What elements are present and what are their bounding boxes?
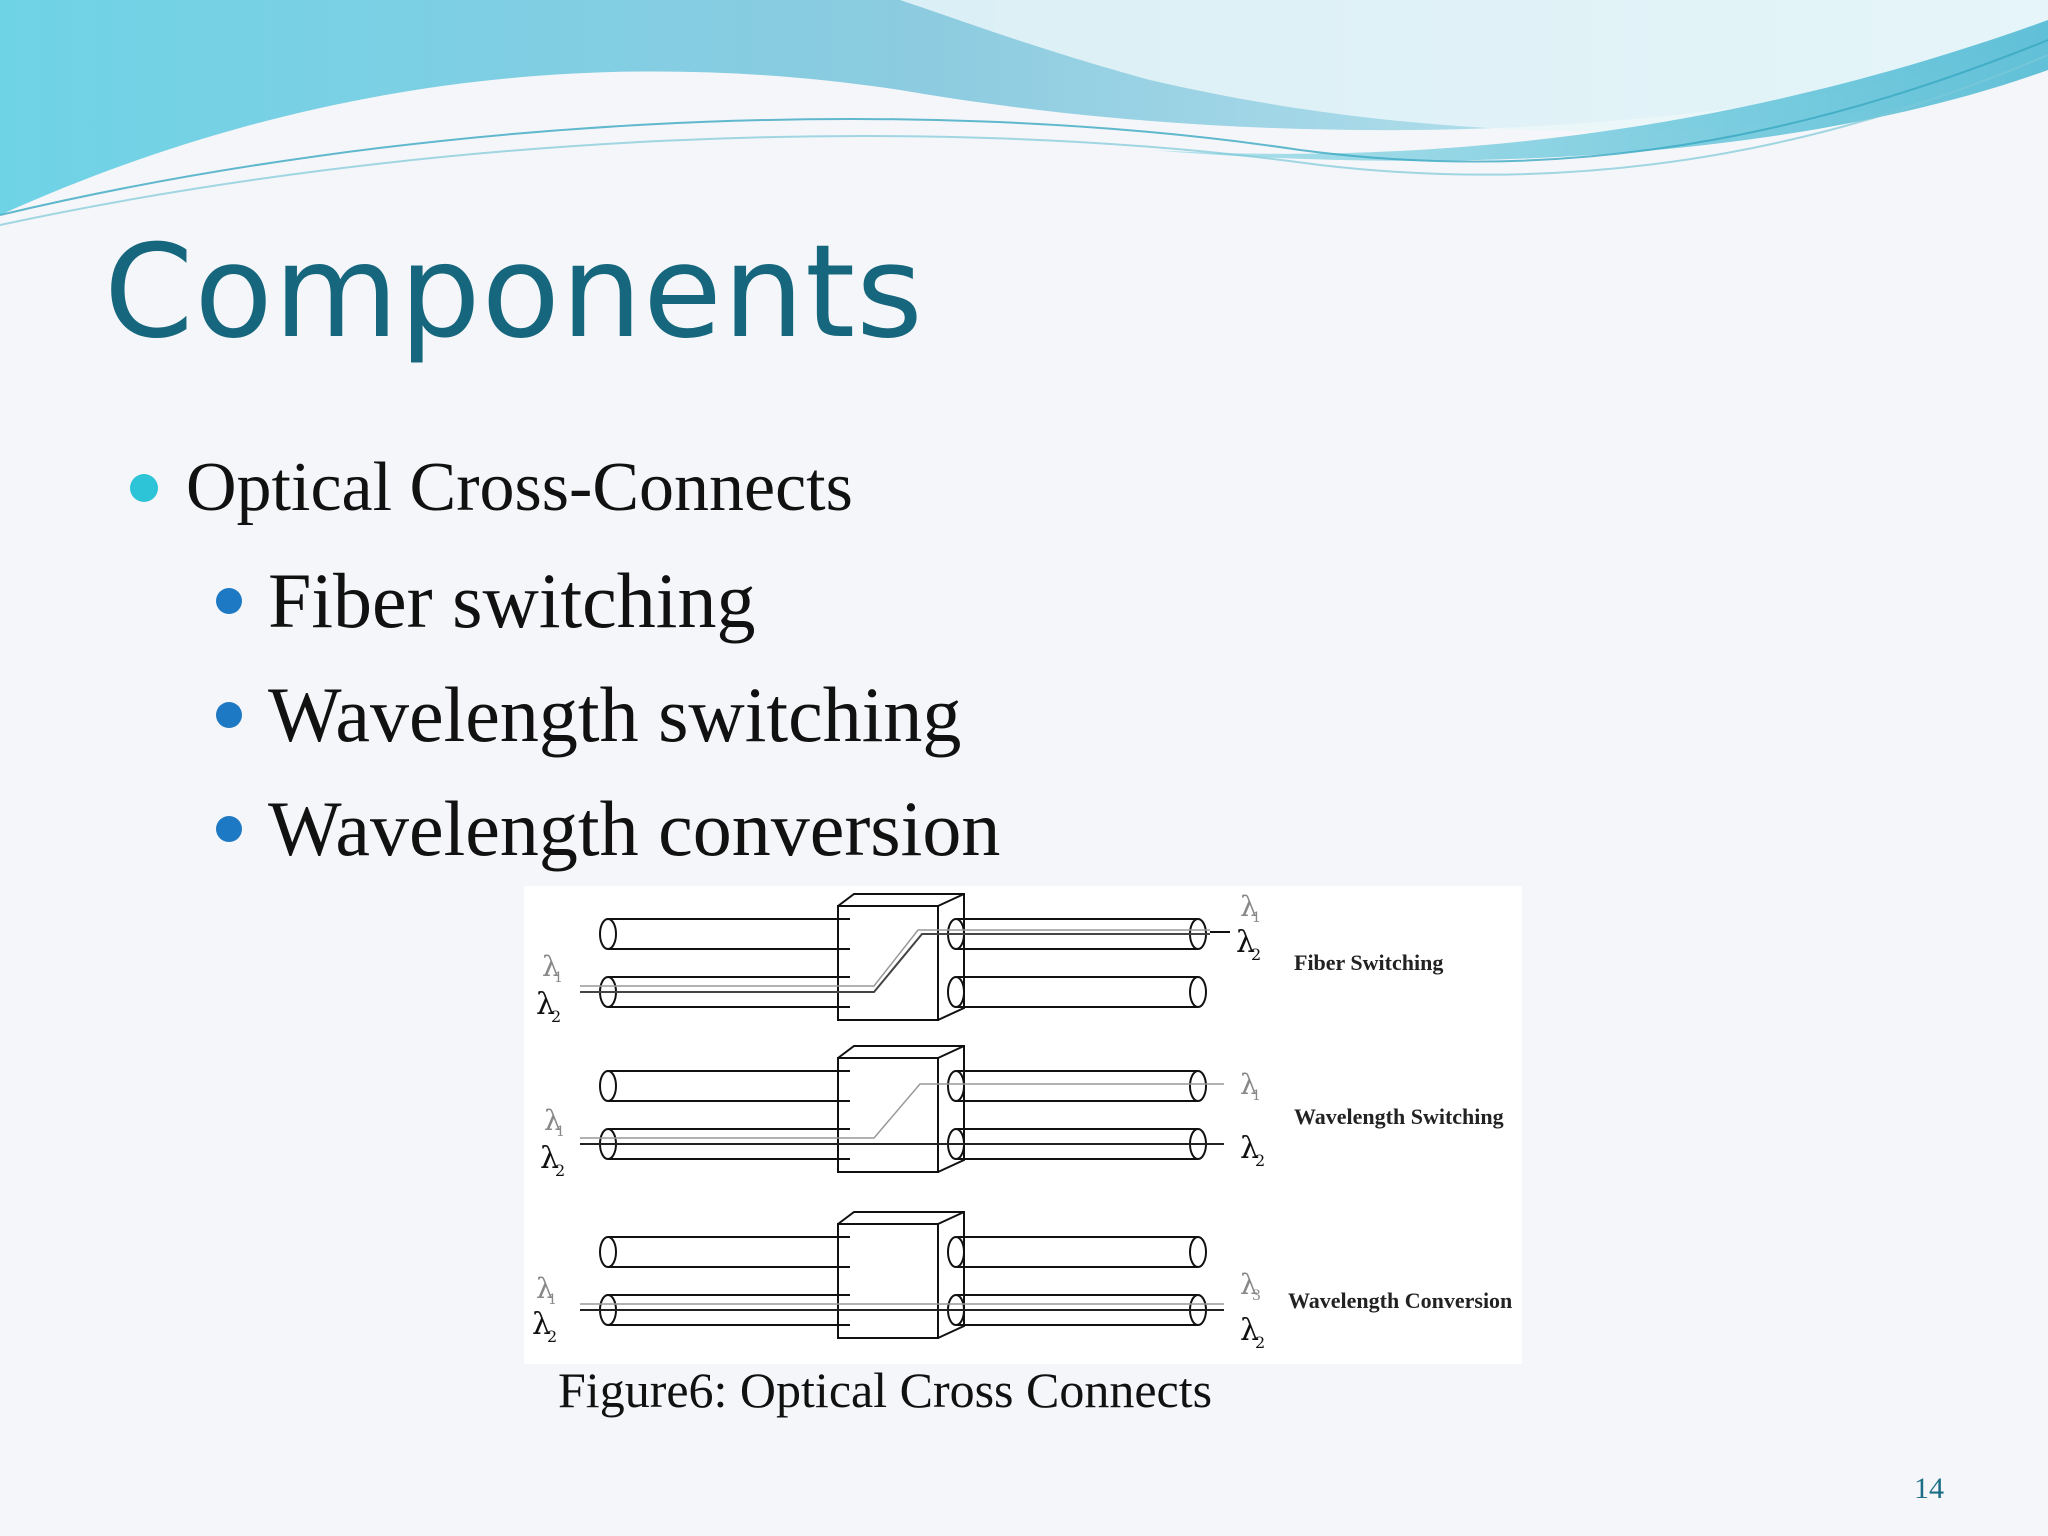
figure-label-fiber-switching: Fiber Switching xyxy=(1294,950,1444,975)
panel-wavelength-switching: λ 1 λ 2 λ 1 λ 2 xyxy=(540,1045,1265,1180)
sub-bullet-wavelength-switching: Wavelength switching xyxy=(216,670,962,760)
svg-text:2: 2 xyxy=(1255,1151,1265,1170)
svg-text:λ: λ xyxy=(542,950,560,983)
svg-text:1: 1 xyxy=(554,970,563,986)
svg-text:2: 2 xyxy=(551,1007,561,1026)
svg-text:1: 1 xyxy=(556,1124,565,1140)
header-wave-decoration xyxy=(0,0,2048,226)
svg-text:λ: λ xyxy=(1240,890,1258,923)
bullet-optical-cross-connects: Optical Cross-Connects xyxy=(130,448,853,528)
bullet-dot-icon xyxy=(216,588,242,614)
svg-text:λ: λ xyxy=(1240,1068,1258,1101)
svg-text:2: 2 xyxy=(1255,1333,1265,1352)
svg-text:2: 2 xyxy=(547,1327,557,1346)
svg-text:λ: λ xyxy=(532,1307,551,1342)
svg-text:1: 1 xyxy=(1252,1088,1261,1104)
bullet-dot-icon xyxy=(130,474,158,502)
svg-text:λ: λ xyxy=(1236,925,1255,960)
slide-number: 14 xyxy=(1914,1472,1944,1505)
figure-label-wavelength-switching: Wavelength Switching xyxy=(1294,1104,1504,1129)
sub-bullet-text: Wavelength switching xyxy=(268,671,962,758)
svg-text:2: 2 xyxy=(1251,945,1261,964)
bullet-dot-icon xyxy=(216,702,242,728)
panel-wavelength-conversion: λ 1 λ 2 λ 3 λ 2 xyxy=(532,1211,1265,1352)
sub-bullet-text: Fiber switching xyxy=(268,557,756,644)
sub-bullet-text: Wavelength conversion xyxy=(268,785,1001,872)
svg-text:λ: λ xyxy=(540,1141,559,1176)
bullet-dot-icon xyxy=(216,816,242,842)
sub-bullet-wavelength-conversion: Wavelength conversion xyxy=(216,784,1001,874)
svg-text:λ: λ xyxy=(536,1272,554,1305)
sub-bullet-fiber-switching: Fiber switching xyxy=(216,556,756,646)
figure-caption: Figure6: Optical Cross Connects xyxy=(558,1362,1213,1418)
svg-text:λ: λ xyxy=(544,1104,562,1137)
svg-text:2: 2 xyxy=(555,1161,565,1180)
svg-text:λ: λ xyxy=(1240,1131,1259,1166)
figure-label-wavelength-conversion: Wavelength Conversion xyxy=(1288,1288,1513,1313)
figure-diagram: λ 1 λ 2 λ 1 λ 2 xyxy=(532,890,1265,1352)
bullet-text: Optical Cross-Connects xyxy=(186,449,853,526)
svg-text:λ: λ xyxy=(536,987,555,1022)
svg-text:1: 1 xyxy=(548,1292,557,1308)
slide-title: Components xyxy=(104,218,924,367)
svg-text:1: 1 xyxy=(1252,910,1261,926)
svg-text:λ: λ xyxy=(1240,1313,1259,1348)
svg-text:λ: λ xyxy=(1240,1268,1258,1301)
svg-text:3: 3 xyxy=(1252,1288,1261,1304)
optical-cross-connect-figure: λ 1 λ 2 λ 1 λ 2 xyxy=(524,886,1522,1364)
panel-fiber-switching: λ 1 λ 2 λ 1 λ 2 xyxy=(536,890,1261,1026)
